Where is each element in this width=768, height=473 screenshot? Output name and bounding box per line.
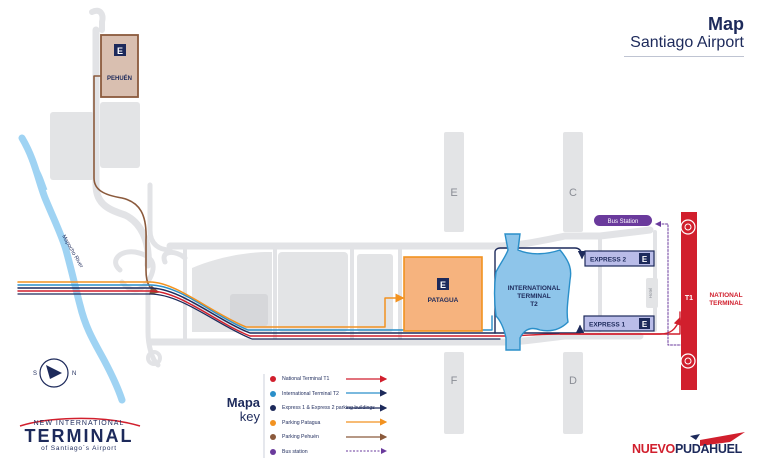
logo-left-top: NEW INTERNATIONAL (33, 420, 125, 427)
intl-label-line3: T2 (530, 301, 538, 308)
pehuen-badge: E (117, 46, 123, 56)
international-terminal-t2[interactable]: INTERNATIONAL TERMINAL T2 (493, 233, 572, 351)
legend-label: National Terminal T1 (282, 376, 330, 383)
logo-right-a: NUEVO (632, 442, 675, 456)
compass-n: N (72, 371, 76, 377)
express-1-badge: E (642, 320, 648, 329)
logo-left-bottom: of Santiago´s Airport (41, 445, 117, 452)
route-pehuen (93, 75, 160, 295)
legend-label: Parking Patagua (282, 419, 321, 426)
legend-dot (270, 448, 276, 455)
legend-label: Parking Pehuén (282, 434, 319, 441)
zone-label-c: C (569, 187, 577, 199)
compass: S N (33, 358, 76, 388)
bus-station[interactable]: Bus Station (594, 215, 652, 226)
express-1-label: EXPRESS 1 (589, 322, 626, 329)
route-t1 (17, 290, 681, 337)
terminal-logo: NEW INTERNATIONAL TERMINAL of Santiago´s… (18, 420, 140, 452)
bus-station-label: Bus Station (608, 219, 639, 225)
legend-label: International Terminal T2 (282, 390, 339, 397)
legend-item: Parking Patagua (270, 416, 342, 431)
legend-item: Bus station (270, 445, 342, 460)
mapocho-river (18, 134, 126, 404)
legend-label: Express 1 & Express 2 parking buildings (282, 405, 375, 412)
legend-label: Bus station (282, 448, 308, 455)
pehuen-label: PEHUÉN (107, 74, 132, 82)
legend-dot (270, 376, 276, 383)
buildings (50, 102, 658, 434)
logo-left-main: TERMINAL (24, 426, 134, 446)
express-2-parking[interactable]: EXPRESS 2 E (584, 250, 655, 267)
legend-lines (263, 374, 388, 458)
national-terminal-t1[interactable]: T1 NATIONAL TERMINAL (680, 212, 743, 390)
intl-label-line2: TERMINAL (517, 293, 551, 300)
legend: National Terminal T1 International Termi… (270, 372, 375, 460)
legend-item: National Terminal T1 (270, 372, 342, 387)
zone-label-d: D (569, 375, 577, 387)
legend-dot (270, 390, 276, 397)
title-divider (624, 56, 744, 57)
compass-s: S (33, 371, 37, 377)
title-sub: Santiago Airport (630, 34, 744, 51)
legend-dot (270, 419, 276, 426)
logo-right-b: PUDAHUEL (674, 442, 742, 456)
legend-item: Express 1 & Express 2 parking buildings (270, 401, 375, 416)
route-express-2 (494, 247, 587, 334)
nuevo-pudahuel-wing (700, 432, 745, 446)
patagua-label: PATAGUA (428, 297, 459, 304)
hotel-label: Hotel (648, 288, 653, 299)
express-2-label: EXPRESS 2 (590, 257, 627, 264)
national-label-line2: TERMINAL (709, 300, 743, 307)
express-2-badge: E (642, 255, 648, 264)
legend-title-sub: key (239, 409, 260, 424)
title-main: Map (708, 14, 744, 34)
parking-pehuen[interactable]: E PEHUÉN (100, 34, 139, 98)
zone-label-f: F (451, 375, 458, 387)
route-lines (17, 75, 691, 346)
legend-title-main: Mapa (226, 395, 260, 410)
zone-label-e: E (450, 187, 457, 199)
legend-dot (270, 405, 276, 412)
legend-item: International Terminal T2 (270, 387, 342, 402)
legend-dot (270, 434, 276, 441)
national-label-line1: NATIONAL (709, 292, 742, 299)
t1-code: T1 (685, 295, 693, 302)
parking-patagua[interactable]: E PATAGUA (403, 256, 483, 332)
legend-title: Mapa key (226, 396, 260, 424)
route-t2 (17, 284, 493, 331)
logo-swoosh (19, 417, 141, 427)
intl-label-line1: INTERNATIONAL (508, 285, 561, 292)
legend-item: Parking Pehuén (270, 430, 342, 445)
nuevo-pudahuel-logo: NUEVOPUDAHUEL (632, 442, 742, 456)
patagua-badge: E (440, 280, 446, 290)
express-1-parking[interactable]: EXPRESS 1 E (583, 315, 655, 332)
route-patagua (17, 281, 405, 328)
map-title: Map Santiago Airport (630, 14, 744, 52)
